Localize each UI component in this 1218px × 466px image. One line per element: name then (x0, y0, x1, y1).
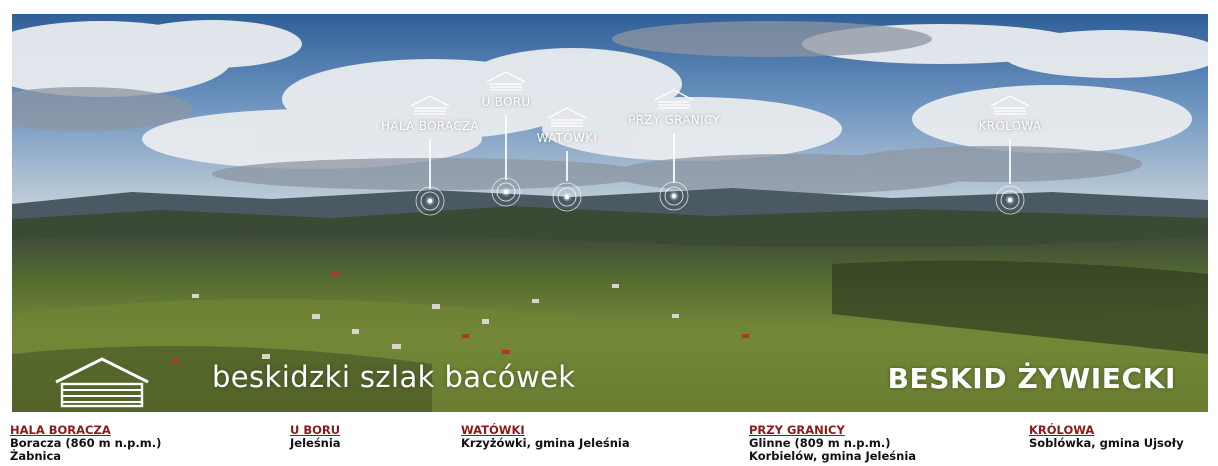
marker-line (1009, 139, 1011, 184)
hut-logo-icon (55, 357, 149, 408)
brand-title: beskidzki szlak bacówek (212, 360, 576, 394)
info-line: Jeleśnia (290, 436, 341, 450)
info-line: Glinne (809 m n.p.m.) (749, 436, 891, 450)
info-u-boru: U BORU Jeleśnia (290, 424, 341, 450)
marker-line (566, 151, 568, 181)
info-line: Korbielów, gmina Jeleśnia (749, 449, 917, 463)
info-hala-boracza: HALA BORACZA Boracza (860 m n.p.m.) Żabn… (10, 424, 161, 463)
info-name[interactable]: KRÓLOWA (1029, 423, 1095, 437)
info-line: Boracza (860 m n.p.m.) (10, 436, 162, 450)
hut-icon (410, 95, 450, 115)
info-name[interactable]: U BORU (290, 423, 341, 437)
hut-icon (486, 71, 526, 91)
marker-label: WATÓWKI (536, 131, 598, 145)
info-przy-granicy: PRZY GRANICY Glinne (809 m n.p.m.) Korbi… (749, 424, 916, 463)
location-pin-icon (552, 182, 582, 212)
location-pin-icon (995, 185, 1025, 215)
info-krolowa: KRÓLOWA Soblówka, gmina Ujsoły (1029, 424, 1184, 450)
location-pin-icon (491, 177, 521, 207)
info-line: Krzyżówki, gmina Jeleśnia (461, 436, 630, 450)
info-name[interactable]: PRZY GRANICY (749, 423, 845, 437)
region-title: BESKID ŻYWIECKI (887, 362, 1176, 395)
info-name[interactable]: WATÓWKI (461, 423, 525, 437)
marker-label: HALA BORACZA (381, 119, 479, 133)
brand: beskidzki szlak bacówek (52, 356, 752, 412)
location-pin-icon (415, 186, 445, 216)
location-pin-icon (659, 181, 689, 211)
marker-label: U BORU (481, 95, 531, 109)
hut-icon (547, 107, 587, 127)
marker-line (673, 133, 675, 183)
panorama-photo: HALA BORACZA U BORU (12, 14, 1208, 412)
info-name[interactable]: HALA BORACZA (10, 423, 111, 437)
info-line: Żabnica (10, 449, 62, 463)
marker-line (505, 115, 507, 180)
marker-label: PRZY GRANICY (628, 113, 720, 127)
info-watowki: WATÓWKI Krzyżówki, gmina Jeleśnia (461, 424, 630, 450)
landscape-illustration (12, 14, 1208, 412)
marker-label: KRÓLOWA (978, 119, 1042, 133)
hut-icon (990, 95, 1030, 115)
info-line: Soblówka, gmina Ujsoły (1029, 436, 1184, 450)
hut-icon (654, 89, 694, 109)
marker-line (429, 139, 431, 189)
